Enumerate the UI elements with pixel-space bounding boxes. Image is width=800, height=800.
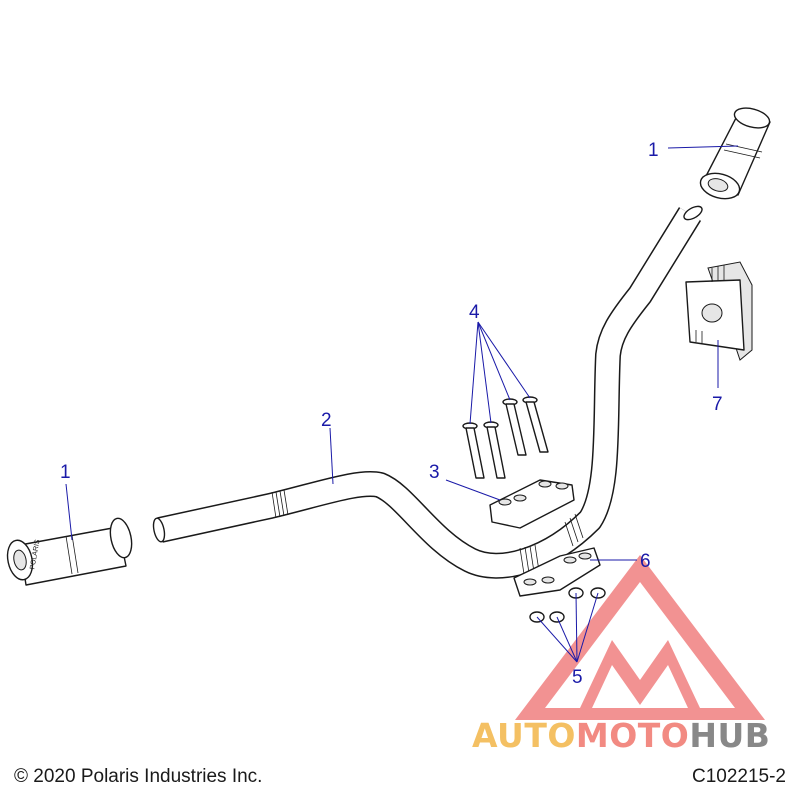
grip-left: POLARIS (6, 517, 133, 586)
knurl-band-center (519, 513, 584, 575)
callout-upper-clamp: 3 (429, 462, 440, 483)
watermark-auto: AUTO (472, 716, 576, 755)
callout-grip-right: 1 (648, 140, 659, 161)
knurl-band-left (271, 489, 289, 519)
clamp-bolts (462, 396, 549, 479)
watermark-logo-icon (515, 555, 765, 720)
upper-clamp (489, 479, 575, 529)
diagram-reference-id: C102215-2 (691, 766, 786, 787)
copyright-notice: © 2020 Polaris Industries Inc. (14, 766, 263, 787)
leader-lines (65, 145, 739, 663)
callout-switch-housing: 7 (712, 394, 723, 415)
bolt-4 (522, 396, 549, 453)
watermark-hub: HUB (689, 716, 771, 755)
callout-lower-clamp: 6 (640, 551, 651, 572)
callout-nuts: 5 (572, 667, 583, 688)
bolt-3 (502, 398, 527, 456)
watermark-brand-text: AUTOMOTOHUB (472, 716, 770, 755)
switch-housing (685, 261, 753, 361)
callout-bolts: 4 (469, 302, 480, 323)
bolt-1 (462, 422, 485, 479)
handlebar-tube (152, 205, 703, 579)
bolt-2 (483, 421, 506, 479)
callout-grip-left: 1 (60, 462, 71, 483)
grip-right (699, 107, 771, 200)
callout-handlebar: 2 (321, 410, 332, 431)
lower-clamp (513, 547, 601, 597)
watermark-moto: MOTO (575, 716, 690, 755)
